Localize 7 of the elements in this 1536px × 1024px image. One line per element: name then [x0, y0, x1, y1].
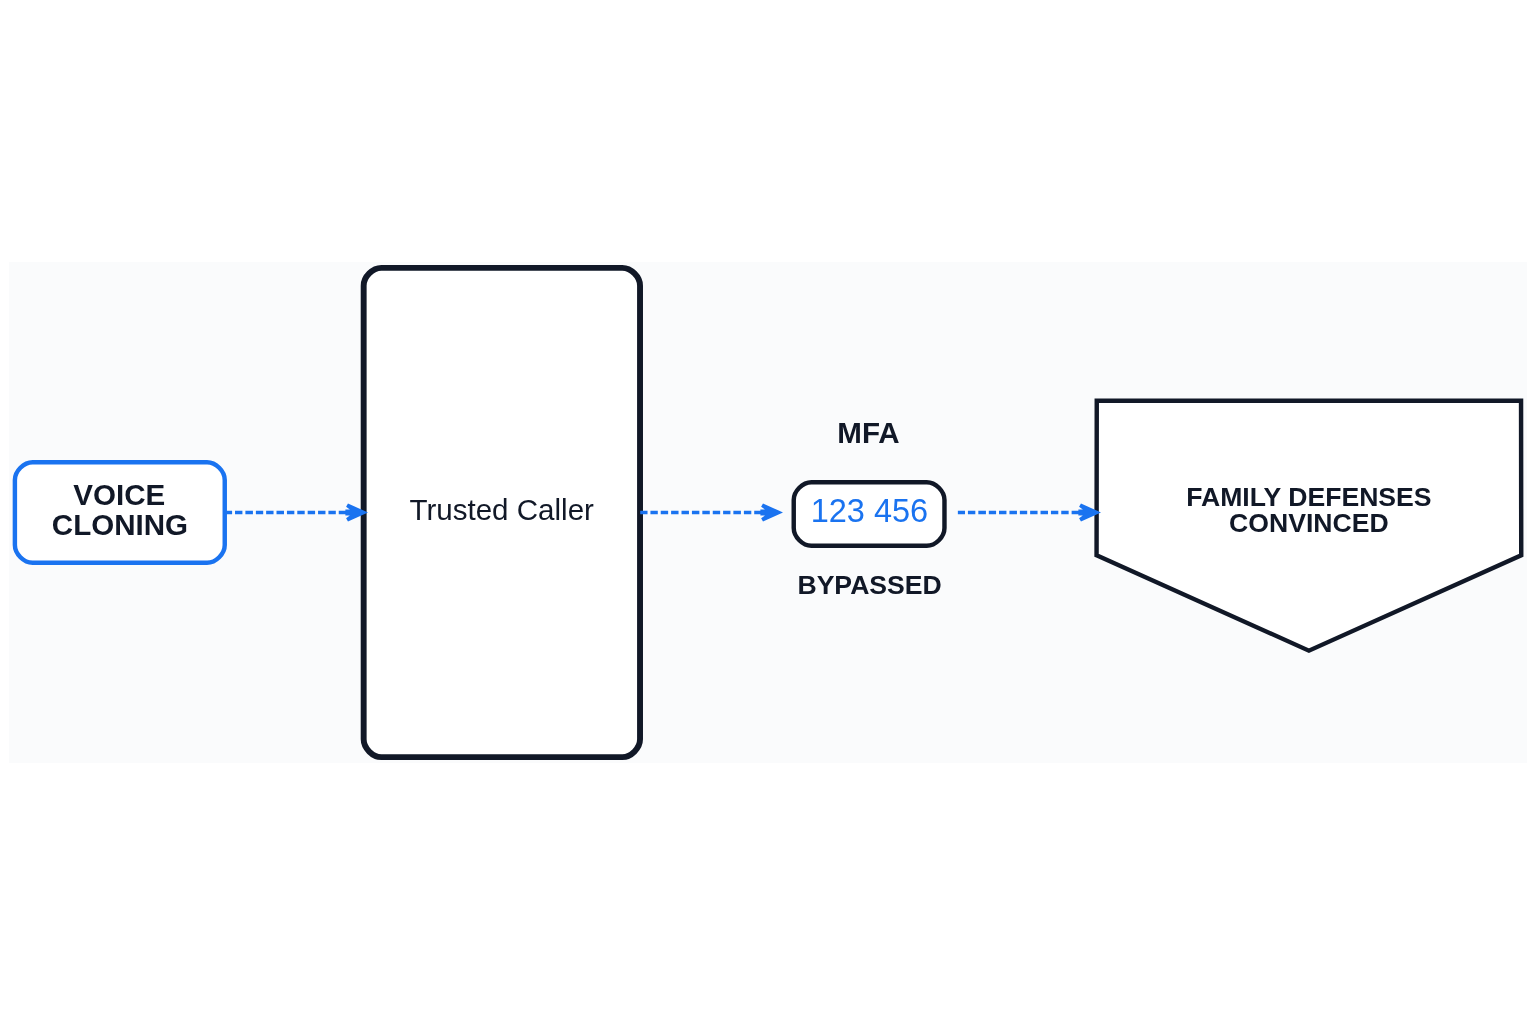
- arrow: [957, 502, 1099, 522]
- node-box: VOICE CLONING: [12, 459, 227, 565]
- node-label: MFA: [837, 415, 900, 449]
- node-box: Trusted Caller: [360, 264, 643, 760]
- node-label: BYPASSED: [797, 569, 942, 600]
- arrow: [224, 502, 366, 522]
- arrow: [640, 502, 781, 522]
